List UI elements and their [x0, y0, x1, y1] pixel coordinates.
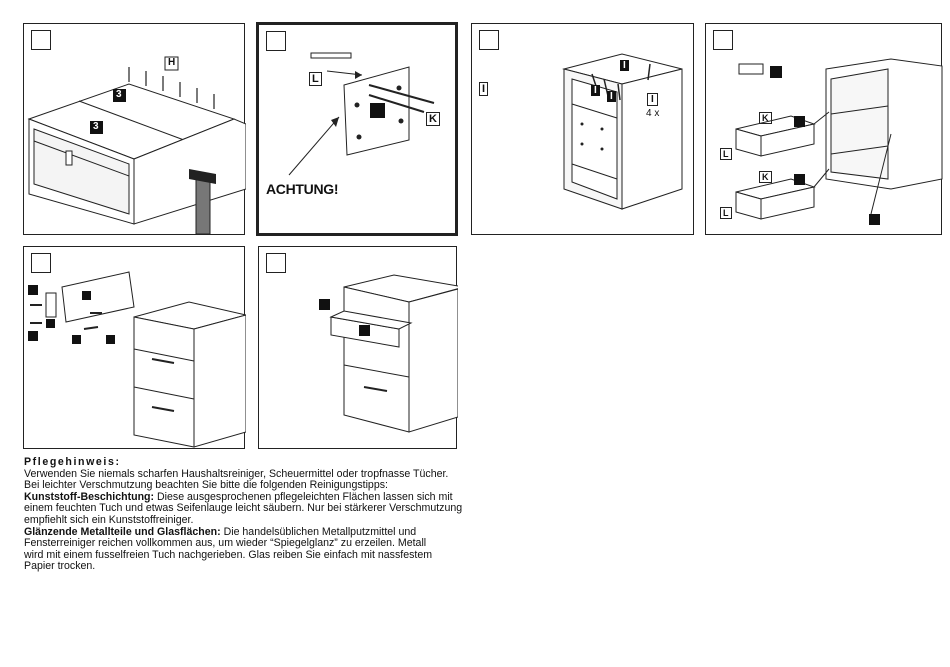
- step-2-panel: L K ACHTUNG!: [256, 22, 458, 236]
- care-line: Glänzende Metallteile und Glasflächen: D…: [24, 525, 524, 539]
- care-line: Bei leichter Verschmutzung beachten Sie …: [24, 479, 388, 492]
- part-label-i-side: I: [479, 82, 489, 96]
- part-label-3b: 3: [93, 121, 99, 132]
- plastic-title: Kunststoff-Beschichtung:: [24, 490, 155, 503]
- step-number-box: [266, 31, 286, 51]
- part-label-k: K: [426, 112, 440, 126]
- part-label-l-2: L: [720, 207, 732, 219]
- step-3-illustration: [562, 53, 683, 210]
- care-line: Kunststoff-Beschichtung: Diese ausgespro…: [24, 490, 524, 504]
- step-6-panel: [258, 246, 458, 449]
- care-line: einem feuchten Tuch und etwas Seifenlaug…: [24, 502, 463, 515]
- care-line: Papier trocken.: [24, 560, 96, 573]
- part-label-l: L: [309, 72, 322, 86]
- step-number-box: [266, 253, 286, 273]
- part-label-i-4: I: [647, 93, 658, 106]
- part-label-k-1: K: [759, 112, 772, 124]
- part-label-h: H: [168, 57, 176, 68]
- part-label-i-1: I: [620, 60, 629, 71]
- care-line: Verwenden Sie niemals scharfen Haushalts…: [24, 467, 449, 480]
- step-1-illustration: [27, 56, 246, 235]
- care-instructions: Pflegehinweis: Verwenden Sie niemals sch…: [24, 456, 524, 573]
- care-heading: Pflegehinweis:: [24, 456, 121, 468]
- part-label-l-1: L: [720, 148, 732, 160]
- step-4-panel: K L K L: [705, 23, 943, 235]
- plastic-text: Diese ausgesprochenen pflegeleichten Flä…: [154, 490, 453, 503]
- part-label-i-3: I: [607, 91, 616, 102]
- step-2-illustration: [288, 52, 435, 176]
- step-6-illustration: [319, 274, 458, 433]
- step-number-box: [479, 30, 499, 50]
- step-number-box: [31, 30, 51, 50]
- step-3-panel: I I I I I 4 x: [471, 23, 694, 235]
- part-label-3a: 3: [116, 89, 122, 100]
- care-line: wird mit einem fusselfreien Tuch nachger…: [24, 548, 433, 561]
- step-5-panel: [23, 246, 246, 449]
- metal-title: Glänzende Metallteile und Glasflächen:: [24, 525, 221, 538]
- care-line: empfiehlt sich ein Kunststoffreiniger.: [24, 513, 194, 526]
- metal-text: Die handelsüblichen Metallputzmittel und: [220, 525, 417, 538]
- quantity-text: 4 x: [646, 108, 660, 119]
- part-label-k-2: K: [759, 171, 772, 183]
- care-line: Fensterreiniger reichen vollkommen aus, …: [24, 537, 427, 550]
- step-4-illustration: [735, 58, 943, 225]
- warning-text: ACHTUNG!: [266, 181, 339, 197]
- step-1-panel: H 3 3: [23, 23, 246, 235]
- part-label-i-2: I: [591, 85, 600, 96]
- step-5-illustration: [28, 271, 246, 448]
- step-number-box: [713, 30, 733, 50]
- step-number-box: [31, 253, 51, 273]
